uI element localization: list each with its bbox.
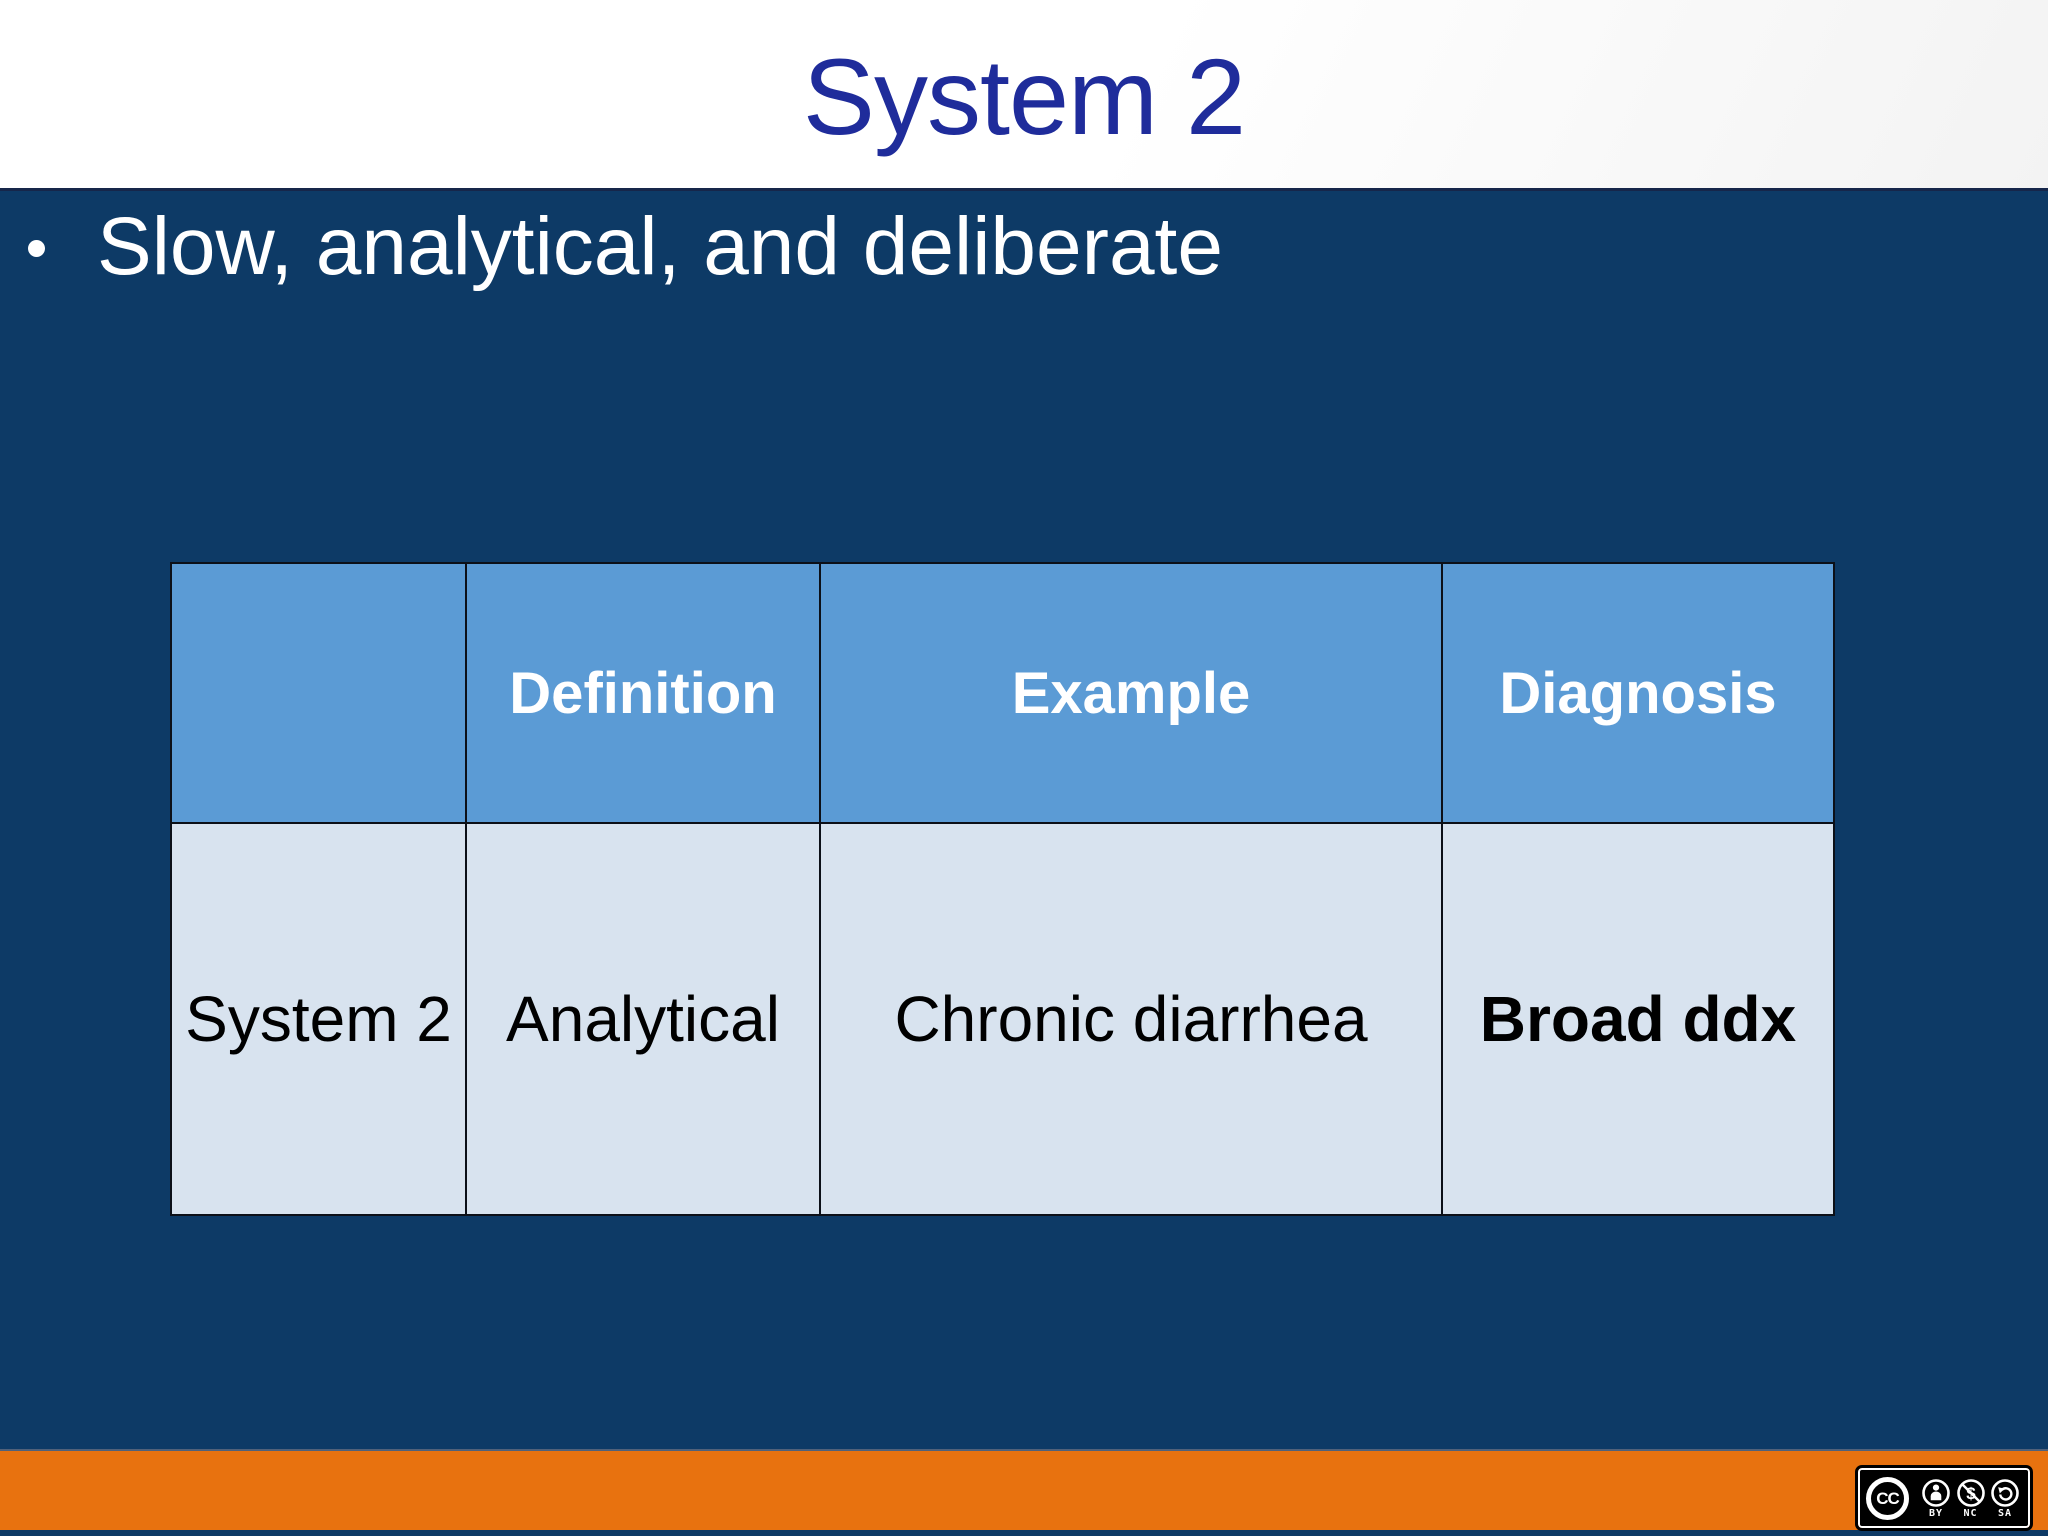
cc-by-label: BY bbox=[1928, 1507, 1944, 1519]
cc-icon-group: BY $ NC bbox=[1919, 1478, 2022, 1519]
header-cell-example: Example bbox=[819, 562, 1443, 824]
person-icon bbox=[1921, 1478, 1951, 1508]
header-cell-diagnosis: Diagnosis bbox=[1441, 562, 1835, 824]
no-dollar-icon: $ bbox=[1956, 1478, 1986, 1508]
cc-item-sa: SA bbox=[1988, 1478, 2022, 1519]
cc-logo-icon: CC bbox=[1866, 1476, 1909, 1520]
title-band: System 2 bbox=[0, 0, 2048, 191]
cc-item-nc: $ NC bbox=[1954, 1478, 1988, 1519]
share-alike-icon bbox=[1990, 1478, 2020, 1508]
header-cell-empty bbox=[170, 562, 467, 824]
cc-license-badge[interactable]: CC BY $ bbox=[1855, 1465, 2033, 1531]
page-title: System 2 bbox=[802, 36, 1246, 157]
row-header-cell: System 2 bbox=[170, 822, 467, 1216]
definition-cell: Analytical bbox=[465, 822, 821, 1216]
cc-item-by: BY bbox=[1919, 1478, 1953, 1519]
diagnosis-cell: Broad ddx bbox=[1441, 822, 1835, 1216]
cc-nc-label: NC bbox=[1963, 1507, 1978, 1519]
cc-sa-label: SA bbox=[1997, 1507, 2013, 1519]
table-row: System 2 Analytical Chronic diarrhea Bro… bbox=[170, 822, 1835, 1216]
bullet-row: Slow, analytical, and deliberate bbox=[0, 196, 2048, 299]
bullet-dot bbox=[28, 240, 45, 257]
footer-bar bbox=[0, 1449, 2048, 1530]
example-cell: Chronic diarrhea bbox=[819, 822, 1443, 1216]
cc-logo-label: CC bbox=[1876, 1488, 1900, 1508]
bullet-text: Slow, analytical, and deliberate bbox=[97, 201, 1223, 292]
system2-table: Definition Example Diagnosis System 2 An… bbox=[170, 562, 1835, 1216]
header-cell-definition: Definition bbox=[465, 562, 821, 824]
table-header-row: Definition Example Diagnosis bbox=[170, 562, 1835, 824]
